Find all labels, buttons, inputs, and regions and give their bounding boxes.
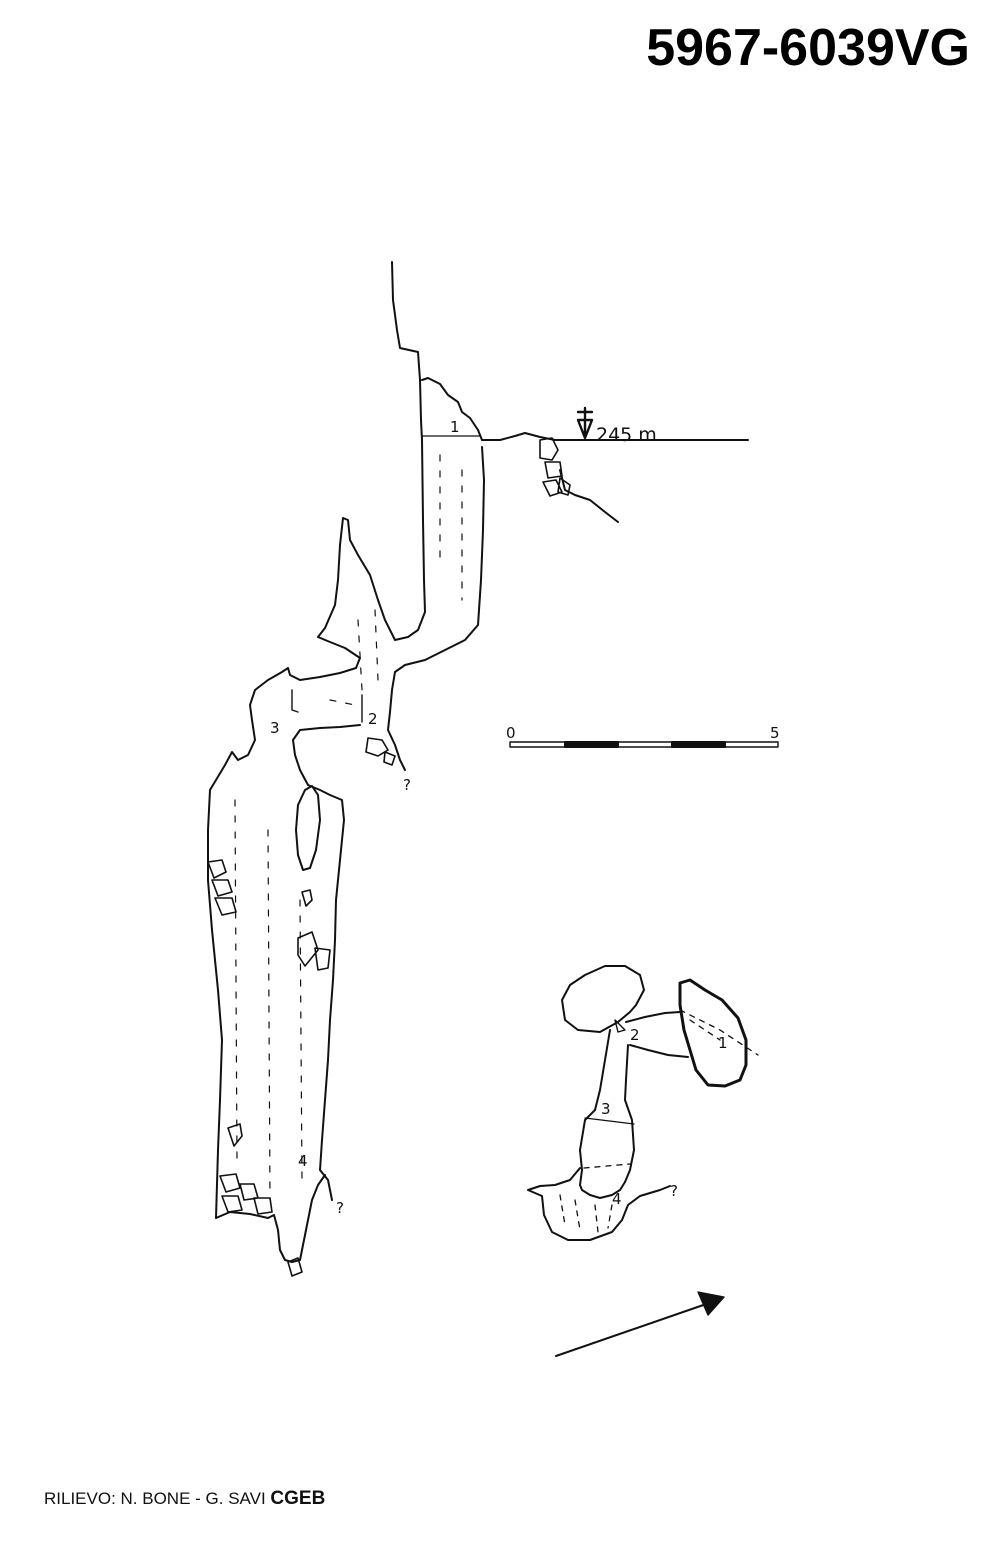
plan-view [527, 965, 759, 1241]
boulder-cluster-left-1 [207, 859, 237, 916]
plan-station-1: 1 [718, 1034, 728, 1052]
plan-unknown-mark: ? [670, 1182, 678, 1200]
section-station-3: 3 [270, 719, 280, 737]
plan-chamber-1 [678, 978, 748, 1088]
survey-authors: RILIEVO: N. BONE - G. SAVI [44, 1489, 266, 1508]
section-unknown-mark-2: ? [336, 1199, 344, 1217]
direction-arrow [555, 1291, 725, 1357]
section-outer-wall [207, 261, 426, 1219]
boulder-cluster-2 [365, 737, 396, 766]
scale-bar [509, 741, 779, 748]
boulder-cluster-bottom [219, 1173, 273, 1215]
section-chamber-bottom [215, 1174, 326, 1263]
plan-station-3: 3 [601, 1100, 611, 1118]
boulder-cluster-mid [297, 931, 331, 971]
scale-end-label: 5 [770, 724, 780, 742]
entrance-arrow [576, 406, 594, 440]
section-station-1: 1 [450, 418, 460, 436]
entrance-depth-label: 245 m [596, 424, 657, 446]
plan-station-2: 2 [630, 1026, 640, 1044]
stalactite-drop-1 [301, 889, 313, 907]
entrance-rim [421, 377, 483, 441]
plan-passage-to-1 [625, 1011, 689, 1058]
boulder-tail [287, 1257, 303, 1277]
surface-ground-line [481, 432, 749, 441]
section-passage-floor [292, 724, 361, 1201]
plan-chamber-upper-left [561, 965, 645, 1033]
plan-lower-chamber-4 [527, 1167, 671, 1241]
section-pillar [295, 785, 321, 871]
scale-start-label: 0 [506, 724, 516, 742]
boulder-cluster-surface [539, 437, 571, 497]
survey-credits: RILIEVO: N. BONE - G. SAVI CGEB [44, 1488, 325, 1510]
section-unknown-mark-1: ? [403, 776, 411, 794]
section-shaft-right-wall [387, 446, 485, 771]
section-station-2: 2 [368, 710, 378, 728]
organization-label: CGEB [270, 1488, 326, 1509]
plan-shaft-3 [579, 1029, 635, 1186]
surface-slope [559, 469, 619, 523]
section-view [207, 261, 749, 1277]
section-station-4: 4 [298, 1152, 308, 1170]
stalactite-drop-2 [227, 1123, 243, 1147]
cave-code-title: 5967-6039VG [646, 19, 970, 77]
plan-station-4: 4 [612, 1190, 622, 1208]
